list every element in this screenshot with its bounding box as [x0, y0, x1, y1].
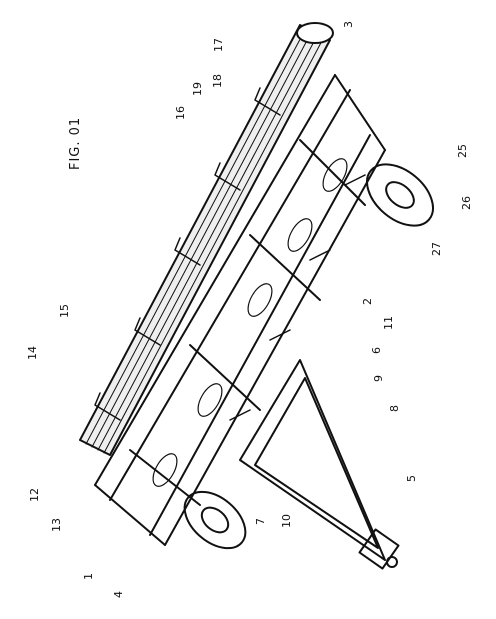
callout-13: 13 [50, 518, 63, 532]
callout-9: 9 [372, 375, 385, 382]
callout-17: 17 [212, 38, 225, 52]
tine-row [94, 87, 366, 421]
left-wheel [183, 490, 247, 550]
callout-8: 8 [388, 405, 401, 412]
callout-4: 4 [112, 591, 125, 598]
callout-1: 1 [82, 573, 95, 580]
callout-10: 10 [280, 514, 293, 528]
disc-gangs [152, 158, 348, 487]
right-wheel [366, 163, 434, 227]
roller-drum [79, 22, 334, 456]
callout-2: 2 [361, 298, 374, 305]
callout-3: 3 [342, 21, 355, 28]
main-frame [94, 74, 386, 546]
callout-19: 19 [191, 82, 204, 96]
callout-26: 26 [460, 196, 473, 210]
callout-25: 25 [456, 144, 469, 158]
callout-14: 14 [26, 346, 39, 360]
callout-18: 18 [211, 74, 224, 88]
drawbar-hitch [239, 359, 400, 570]
callout-11: 11 [382, 316, 395, 330]
callout-7: 7 [254, 518, 267, 525]
callout-12: 12 [28, 488, 41, 502]
figure-title: FIG. 01 [68, 116, 83, 170]
callout-5: 5 [405, 475, 418, 482]
callout-27: 27 [430, 242, 443, 256]
callout-16: 16 [174, 106, 187, 120]
callout-6: 6 [370, 347, 383, 354]
callout-15: 15 [58, 304, 71, 318]
